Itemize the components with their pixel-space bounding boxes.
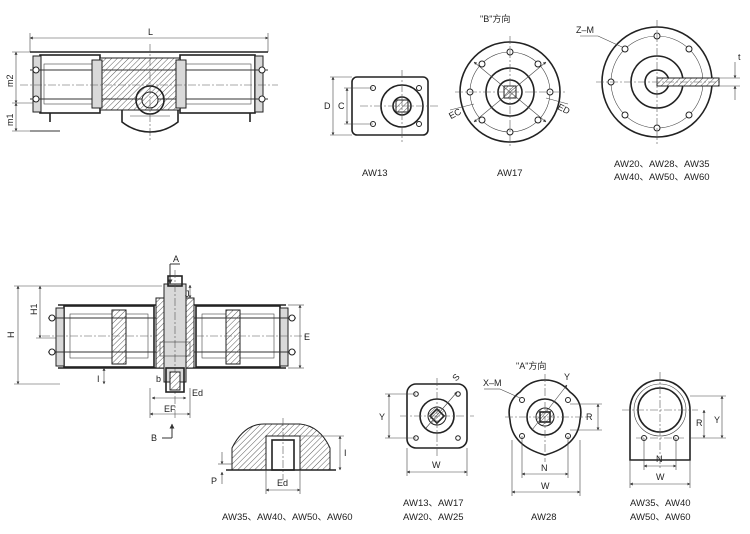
dim-I-label: I <box>97 374 100 384</box>
aw13-caption: AW13 <box>362 168 388 179</box>
aw28-dim-W-label: W <box>541 481 550 491</box>
aflange-small-caption-line2: AW20、AW25 <box>403 512 464 523</box>
dim-t-label: t <box>738 52 741 62</box>
aw28-caption: AW28 <box>531 512 557 523</box>
dim-J-label: J <box>185 289 190 299</box>
aw20-caption-line1: AW20、AW28、AW35 <box>614 159 710 170</box>
aw28-view-label: "A"方向 <box>516 360 546 371</box>
aflange-large-dim-R-label: R <box>696 418 703 428</box>
dim-L-label: L <box>148 27 153 37</box>
dim-Ed-label: Ed <box>192 388 203 398</box>
dim-E-label: E <box>304 332 310 342</box>
aflange-small-caption-line1: AW13、AW17 <box>403 498 464 509</box>
aw28-dim-Y-label: Y <box>564 372 570 382</box>
shaft-section-view: I P Ed AW35、AW40、AW50、AW60 <box>211 418 353 523</box>
aw13-flange-view: D C AW13 <box>324 70 440 179</box>
aflange-small-dim-S-label: S <box>450 372 461 383</box>
dim-EC-label: EC <box>447 106 463 121</box>
aw17-flange-view: "B"方向 EC ED AW17 <box>447 13 572 179</box>
view-B-label: B <box>151 433 157 443</box>
aflange-large-caption-line2: AW50、AW60 <box>630 512 691 523</box>
dim-ED-label: ED <box>556 102 572 117</box>
dim-ZM-label: Z–M <box>576 25 594 35</box>
aw20-flange-view: Z–M t AW20、AW28、AW35 AW40、AW50、AW60 <box>576 20 741 183</box>
section-dim-P-label: P <box>211 476 217 486</box>
dim-D-label: D <box>324 101 331 111</box>
dim-H-label: H <box>6 332 16 339</box>
aw20-caption-line2: AW40、AW50、AW60 <box>614 172 710 183</box>
section-dim-I-label: I <box>344 448 347 458</box>
section-dim-Ed-label: Ed <box>277 478 288 488</box>
a-flange-small-view: S Y W AW13、AW17 AW20、AW25 <box>379 372 474 523</box>
dim-b-label: b <box>156 374 161 384</box>
a-flange-large-view: R Y N W AW35、AW40 AW50、AW60 <box>622 372 726 523</box>
aflange-small-dim-W-label: W <box>432 460 441 470</box>
a-flange-aw28-view: "A"方向 X–M Y R N W AW28 <box>483 360 602 523</box>
aflange-large-dim-N-label: N <box>656 454 663 464</box>
dim-EF-label: EF <box>164 404 176 414</box>
top-actuator-side-view: L m2 m1 <box>5 27 278 140</box>
aw28-dim-N-label: N <box>541 463 548 473</box>
aflange-small-dim-Y-label: Y <box>379 412 385 422</box>
aflange-large-caption-line1: AW35、AW40 <box>630 498 691 509</box>
aw17-view-label: "B"方向 <box>480 13 510 24</box>
section-caption: AW35、AW40、AW50、AW60 <box>222 512 353 523</box>
aw28-dim-R-label: R <box>586 412 593 422</box>
view-A-label: A <box>173 254 179 264</box>
dim-m1-label: m1 <box>5 113 15 126</box>
aflange-large-dim-Y-label: Y <box>714 415 720 425</box>
bottom-actuator-side-view: A H H1 <box>6 254 310 443</box>
dim-H1-label: H1 <box>29 303 39 315</box>
aflange-large-dim-W-label: W <box>656 472 665 482</box>
aw17-caption: AW17 <box>497 168 523 179</box>
dim-m2-label: m2 <box>5 74 15 87</box>
dim-C-label: C <box>338 101 345 111</box>
aw28-dim-XM-label: X–M <box>483 378 502 388</box>
